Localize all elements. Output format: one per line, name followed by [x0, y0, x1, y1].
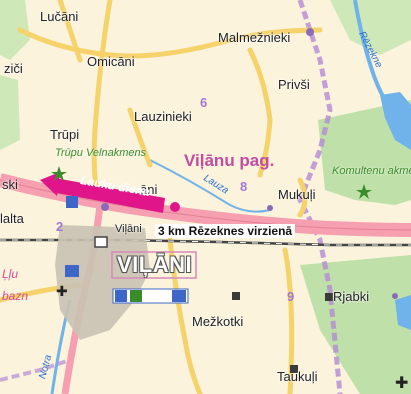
- poi-komultenu-akmens: Komultenu akmen: [332, 165, 411, 177]
- forest-east: [318, 100, 411, 205]
- place-ani: āni: [140, 182, 158, 197]
- hotel-icon: [66, 196, 78, 208]
- cross-icon: ✚: [395, 373, 408, 392]
- place-mezkotki: Mežkotki: [192, 314, 244, 329]
- road-number-8: 8: [240, 179, 248, 194]
- shop-icon-town: [65, 265, 79, 277]
- place-lauzinieki: Lauzinieki: [134, 109, 192, 124]
- pond-south-east: [395, 295, 411, 330]
- forest-northeast: [330, 0, 411, 55]
- building-markers: [232, 292, 333, 373]
- star-trupu-velnakmens: [51, 166, 67, 181]
- place-mukuji: Mukuļi: [278, 187, 316, 202]
- place-zici: ziči: [4, 61, 23, 76]
- star-komultenu: [356, 184, 372, 199]
- place-vilani-small: Viļāni: [115, 223, 142, 235]
- settlement-markers: [101, 28, 398, 299]
- place-taukuli: Taukuļi: [277, 369, 318, 384]
- river-rezekne: [353, 0, 394, 112]
- place-ski: ski: [2, 177, 18, 192]
- road-number-6: 6: [200, 95, 208, 110]
- parking-icon: [115, 290, 127, 302]
- railway-ticks: [0, 239, 411, 246]
- forest-northwest: [0, 0, 30, 60]
- town-name-vilani: VIĻĀNI: [117, 252, 193, 277]
- road-number-2: 2: [56, 219, 64, 234]
- town-label-frame: [111, 251, 197, 279]
- secondary-roads: [0, 0, 323, 394]
- road-number-9: 9: [287, 289, 295, 304]
- place-lucani: Lučāni: [40, 9, 79, 24]
- event-arrow: [52, 178, 165, 213]
- place-bazn: bazn: [2, 289, 29, 303]
- place-malmeznieki: Malmežnieki: [218, 30, 291, 45]
- shop-icon: [172, 290, 186, 302]
- place-rjabki: Rjabki: [333, 289, 370, 304]
- fuel-icon: [130, 290, 142, 302]
- poi-trupu-velnakmens: Trūpu Velnakmens: [55, 147, 147, 159]
- event-marker: [170, 202, 180, 212]
- place-omicani: Omicāni: [87, 54, 135, 69]
- distance-label: 3 km Rēzeknes virzienā: [155, 224, 296, 238]
- place-trupi: Trūpi: [50, 127, 80, 142]
- parish-border-west: [0, 358, 71, 382]
- place-lju: Ļļu: [2, 267, 19, 281]
- parish-border: [297, 0, 343, 394]
- town-area: [55, 225, 150, 340]
- church-icon: ✚: [56, 284, 68, 300]
- station-icon: [94, 236, 108, 248]
- parish-name: Viļānu pag.: [184, 151, 275, 170]
- place-lalta: lalta: [0, 211, 24, 226]
- forest-west: [0, 75, 20, 150]
- river-lauza: [149, 159, 271, 213]
- place-privsi: Privši: [278, 77, 310, 92]
